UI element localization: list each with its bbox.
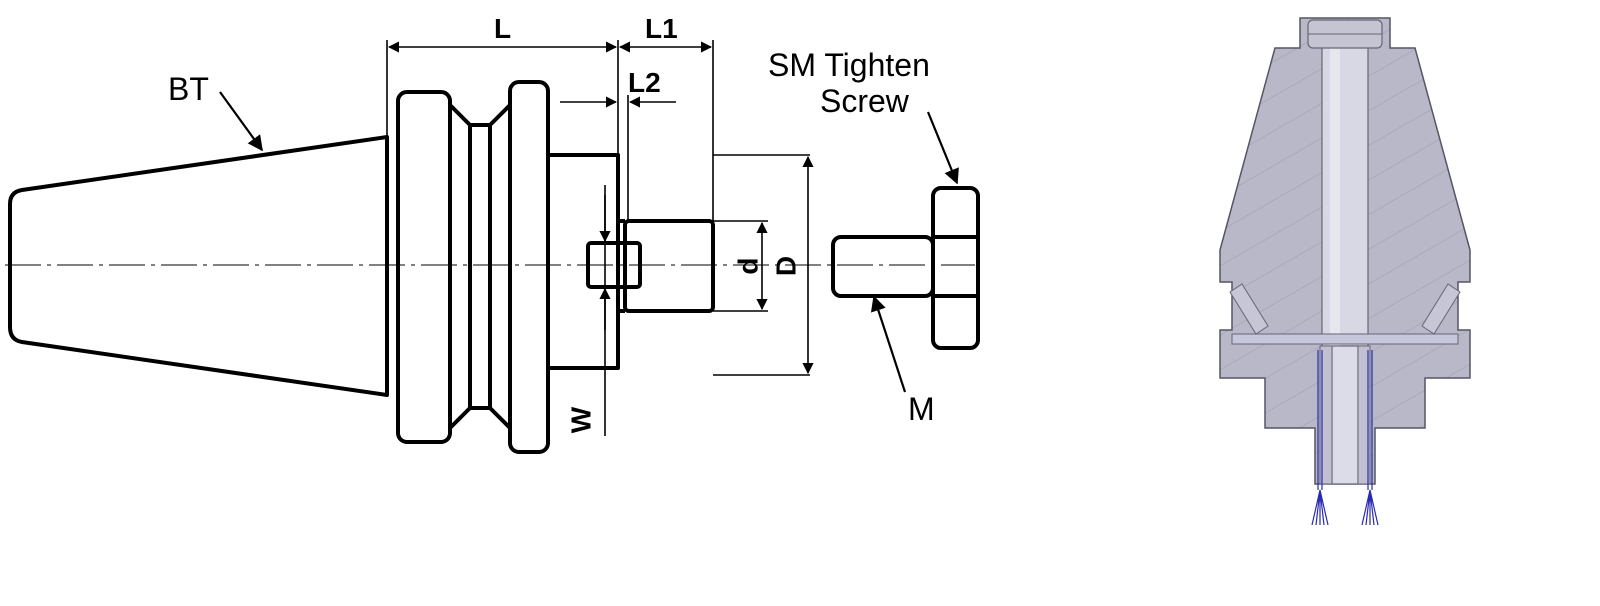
bt-leader	[219, 91, 263, 152]
section-coolant-channel	[1231, 333, 1459, 345]
screw-leader	[926, 111, 959, 185]
drive-key	[586, 241, 642, 289]
bt-taper	[8, 135, 389, 397]
label-d-small: d	[732, 257, 763, 274]
flange-front	[396, 90, 452, 444]
label-l2: L2	[628, 67, 661, 98]
section-angled-bore-left	[1229, 283, 1269, 335]
label-l: L	[494, 13, 511, 44]
label-screw-line2: Screw	[820, 83, 910, 119]
screw-shank	[831, 235, 935, 298]
v-groove	[448, 103, 512, 430]
label-w: W	[565, 406, 596, 433]
coolant-lines	[1311, 350, 1379, 526]
label-l1: L1	[645, 13, 678, 44]
tighten-screw	[831, 186, 980, 350]
tool-holder-side-view	[5, 80, 975, 454]
label-screw-line1: SM Tighten	[768, 47, 930, 83]
section-bore	[1321, 45, 1369, 347]
section-angled-bore-right	[1421, 283, 1461, 335]
label-m: M	[908, 391, 935, 427]
dimension-lines	[219, 40, 959, 436]
label-d-big: D	[770, 256, 801, 276]
section-lower-bore	[1331, 345, 1359, 485]
tool-holder-section-view	[1219, 17, 1471, 526]
screw-head	[931, 186, 980, 350]
label-bt: BT	[168, 71, 209, 107]
flange-rear	[508, 80, 550, 454]
shank-body	[548, 153, 620, 370]
drawing-labels: BT L L1 L2 d D W M SM Tighten Screw	[168, 13, 935, 433]
pilot	[623, 219, 715, 313]
m-leader	[870, 295, 907, 393]
